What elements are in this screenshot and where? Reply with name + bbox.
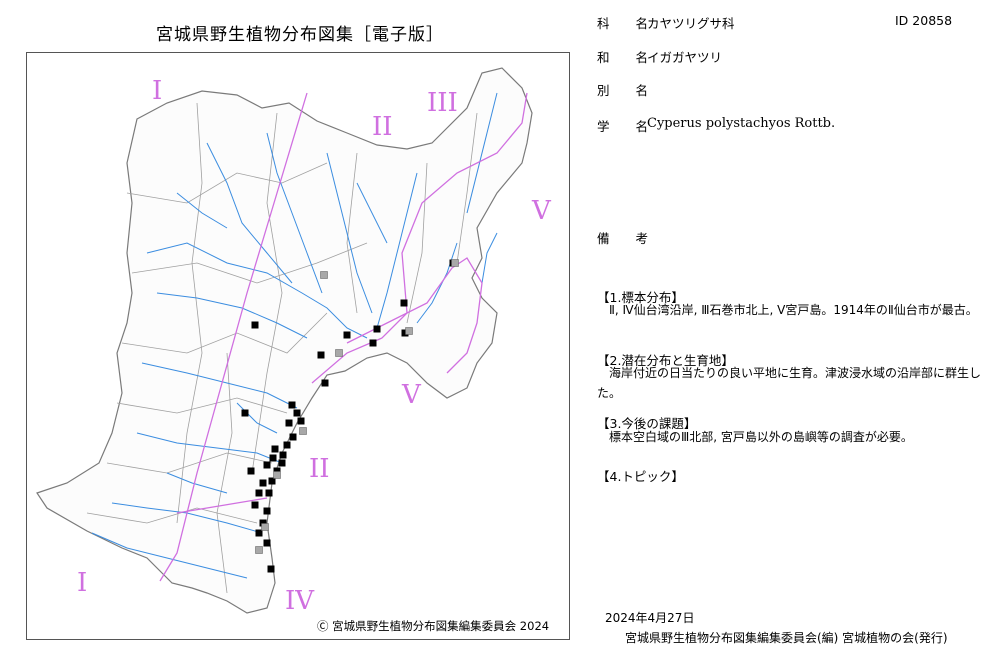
specimen-marker xyxy=(293,409,301,417)
region-label: V xyxy=(531,196,552,226)
section-body: 標本空白域のⅢ北部, 宮戸島以外の島嶼等の調査が必要。 xyxy=(609,430,913,444)
map-copyright: Ⓒ 宮城県野生植物分布図集編集委員会 2024 xyxy=(317,619,550,633)
map-title: 宮城県野生植物分布図集［電子版］ xyxy=(156,25,444,45)
publisher: 宮城県野生植物分布図集編集委員会(編) 宮城植物の会(発行) xyxy=(625,631,948,645)
specimen-marker xyxy=(297,417,305,425)
specimen-marker xyxy=(247,467,255,475)
specimen-marker xyxy=(241,409,249,417)
section-body: 海岸付近の日当たりの良い平地に生育。津波浸水域の沿岸部に群生した。 xyxy=(597,366,982,400)
section-heading: 【3.今後の課題】 xyxy=(597,416,697,431)
historic-marker xyxy=(299,427,307,435)
specimen-marker xyxy=(263,539,271,547)
scientific-name-value: Cyperus polystachyos Rottb. xyxy=(647,116,836,131)
rivers xyxy=(91,92,498,579)
specimen-marker xyxy=(251,321,259,329)
specimen-marker xyxy=(321,379,329,387)
prefecture-outline xyxy=(36,67,533,614)
region-boundaries xyxy=(159,92,528,582)
alias-label: 別 名 xyxy=(597,83,659,98)
specimen-marker xyxy=(289,433,297,441)
specimen-marker xyxy=(401,329,409,337)
specimen-marker xyxy=(267,565,275,573)
specimen-marker xyxy=(279,451,287,459)
region-label: II xyxy=(309,454,330,484)
specimen-marker xyxy=(369,339,377,347)
region-label: IV xyxy=(285,586,315,616)
section-body: Ⅱ, Ⅳ仙台湾沿岸, Ⅲ石巻市北上, Ⅴ宮戸島。1914年のⅡ仙台市が最古。 xyxy=(609,303,978,317)
scientific-name-label: 学 名 xyxy=(597,119,659,134)
historic-marker xyxy=(335,349,343,357)
specimen-marker xyxy=(283,441,291,449)
specimen-marker xyxy=(265,489,273,497)
specimen-marker xyxy=(255,529,263,537)
specimen-marker xyxy=(263,461,271,469)
specimen-marker xyxy=(269,454,277,462)
specimen-marker xyxy=(343,331,351,339)
specimen-marker xyxy=(271,445,279,453)
region-label: III xyxy=(427,88,458,118)
specimen-markers xyxy=(241,259,459,573)
publication-date: 2024年4月27日 xyxy=(605,611,695,625)
section-heading: 【2.潜在分布と生育地】 xyxy=(597,353,734,368)
specimen-marker xyxy=(373,325,381,333)
historic-marker xyxy=(255,546,263,554)
specimen-marker xyxy=(285,419,293,427)
remarks-label: 備 考 xyxy=(597,231,659,246)
specimen-marker xyxy=(255,489,263,497)
historic-marker xyxy=(273,471,281,479)
section-heading: 【4.トピック】 xyxy=(597,469,684,484)
region-label: II xyxy=(372,112,393,142)
specimen-id: ID 20858 xyxy=(895,13,953,28)
specimen-marker xyxy=(273,467,281,475)
family-label: 科 名 xyxy=(597,16,659,31)
specimen-marker xyxy=(263,507,271,515)
region-label: V xyxy=(401,380,422,410)
historic-marker xyxy=(261,523,269,531)
specimen-marker xyxy=(259,479,267,487)
specimen-marker xyxy=(259,519,267,527)
specimen-marker xyxy=(268,477,276,485)
region-label: I xyxy=(77,568,87,598)
specimen-marker xyxy=(400,299,408,307)
historic-marker xyxy=(320,271,328,279)
section-heading: 【1.標本分布】 xyxy=(597,290,684,305)
historic-marker xyxy=(451,259,459,267)
family-value: カヤツリグサ科 xyxy=(647,16,735,31)
historic-marker xyxy=(405,327,413,335)
municipal-boundaries xyxy=(86,102,478,594)
specimen-marker xyxy=(251,501,259,509)
japanese-name-value: イガガヤツリ xyxy=(647,50,723,65)
japanese-name-label: 和 名 xyxy=(597,50,659,65)
specimen-marker xyxy=(317,351,325,359)
region-label: I xyxy=(152,76,162,106)
specimen-marker xyxy=(288,401,296,409)
specimen-marker xyxy=(278,459,286,467)
